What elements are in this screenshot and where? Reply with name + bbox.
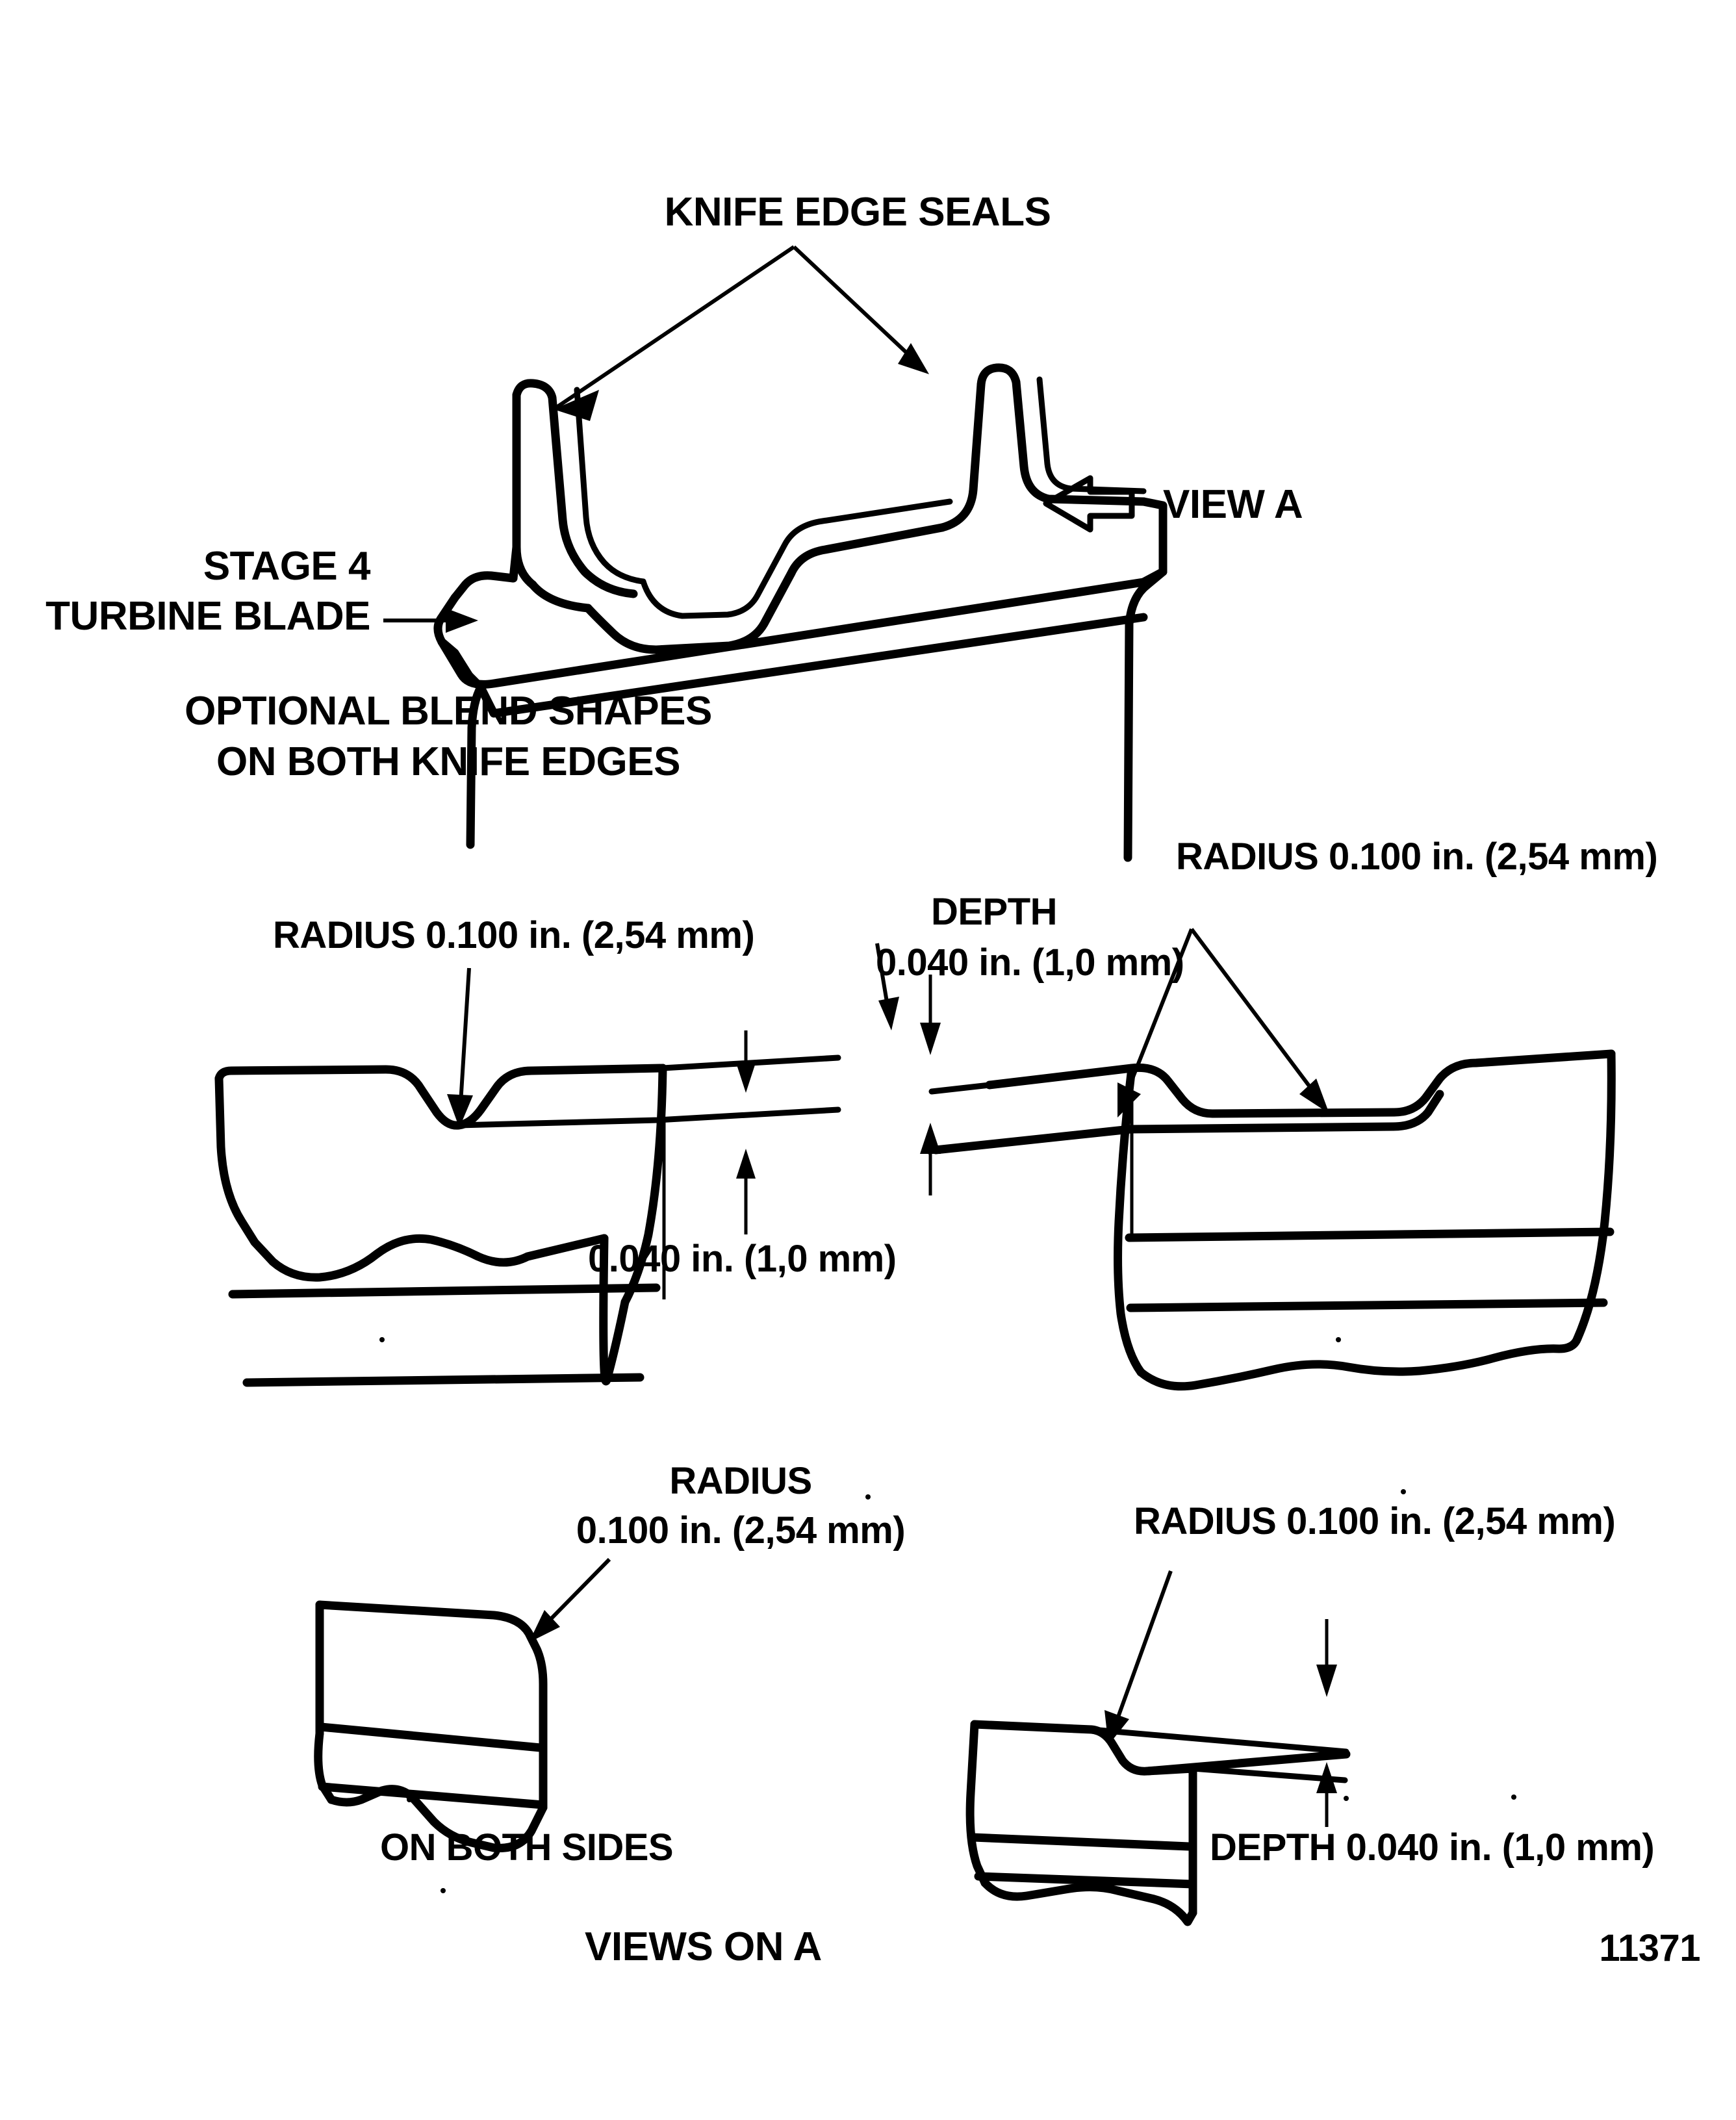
mid-right-blend-detail (926, 1049, 1616, 1391)
optional-blend-note-line2: ON BOTH KNIFE EDGES (216, 739, 680, 784)
mid-left-depth-dimension (736, 1030, 756, 1234)
mid-left-radius-leader (447, 967, 473, 1128)
bottom-right-depth-dimension (1316, 1619, 1337, 1827)
view-a-label: VIEW A (1163, 482, 1303, 527)
on-both-sides-note: ON BOTH SIDES (380, 1826, 674, 1869)
bot-right-depth-callout: DEPTH 0.040 in. (1,0 mm) (1210, 1826, 1655, 1869)
mid-right-depth-callout-line1: DEPTH (930, 891, 1058, 933)
mid-left-depth-callout: 0.040 in. (1,0 mm) (588, 1238, 897, 1280)
registration-marks (379, 1337, 1516, 1893)
bot-left-radius-callout-line1: RADIUS (669, 1460, 812, 1502)
turbine-blade-leader-arrow (383, 608, 478, 633)
mid-left-radius-callout: RADIUS 0.100 in. (2,54 mm) (273, 914, 755, 956)
bottom-right-radius-leader (1104, 1570, 1173, 1745)
turbine-blade-label: TURBINE BLADE (45, 594, 370, 639)
optional-blend-note-line1: OPTIONAL BLEND SHAPES (185, 689, 712, 734)
knife-edge-seals-title: KNIFE EDGE SEALS (664, 190, 1051, 235)
stage-4-label: STAGE 4 (203, 544, 371, 589)
mid-left-blend-detail (214, 1054, 841, 1387)
figure-caption: VIEWS ON A (585, 1924, 822, 1969)
bottom-left-corner-detail (314, 1600, 548, 1852)
knife-edge-leader-lines (552, 245, 929, 421)
bottom-left-radius-leader (529, 1557, 611, 1642)
mid-right-depth-callout-line2: 0.040 in. (1,0 mm) (876, 941, 1184, 984)
bottom-right-step-detail (965, 1720, 1351, 1926)
bot-right-radius-callout: RADIUS 0.100 in. (2,54 mm) (1134, 1500, 1616, 1542)
figure-id-number: 11371 (1599, 1927, 1700, 1969)
mid-right-radius-callout: RADIUS 0.100 in. (2,54 mm) (1176, 836, 1658, 878)
view-a-arrow-icon (1043, 475, 1135, 533)
bot-left-radius-callout-line2: 0.100 in. (2,54 mm) (576, 1509, 906, 1552)
